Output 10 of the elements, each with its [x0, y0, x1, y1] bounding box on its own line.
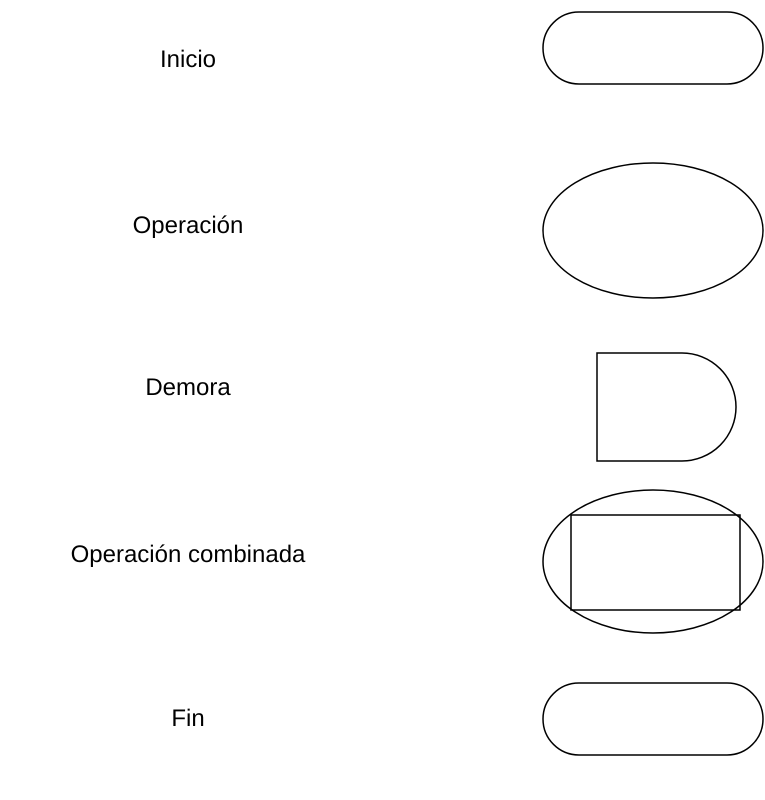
symbol-label: Operación combinada: [70, 541, 306, 569]
terminal-shape: [543, 12, 763, 84]
symbol-label: Operación: [132, 212, 244, 240]
symbol-label: Demora: [145, 374, 231, 402]
symbol-label: Inicio: [160, 46, 216, 74]
symbol-label: Fin: [171, 705, 205, 733]
delay-shape: [597, 353, 736, 461]
combined-operation-shape: [543, 490, 763, 633]
operation-ellipse: [543, 163, 763, 298]
terminal-shape: [543, 683, 763, 755]
